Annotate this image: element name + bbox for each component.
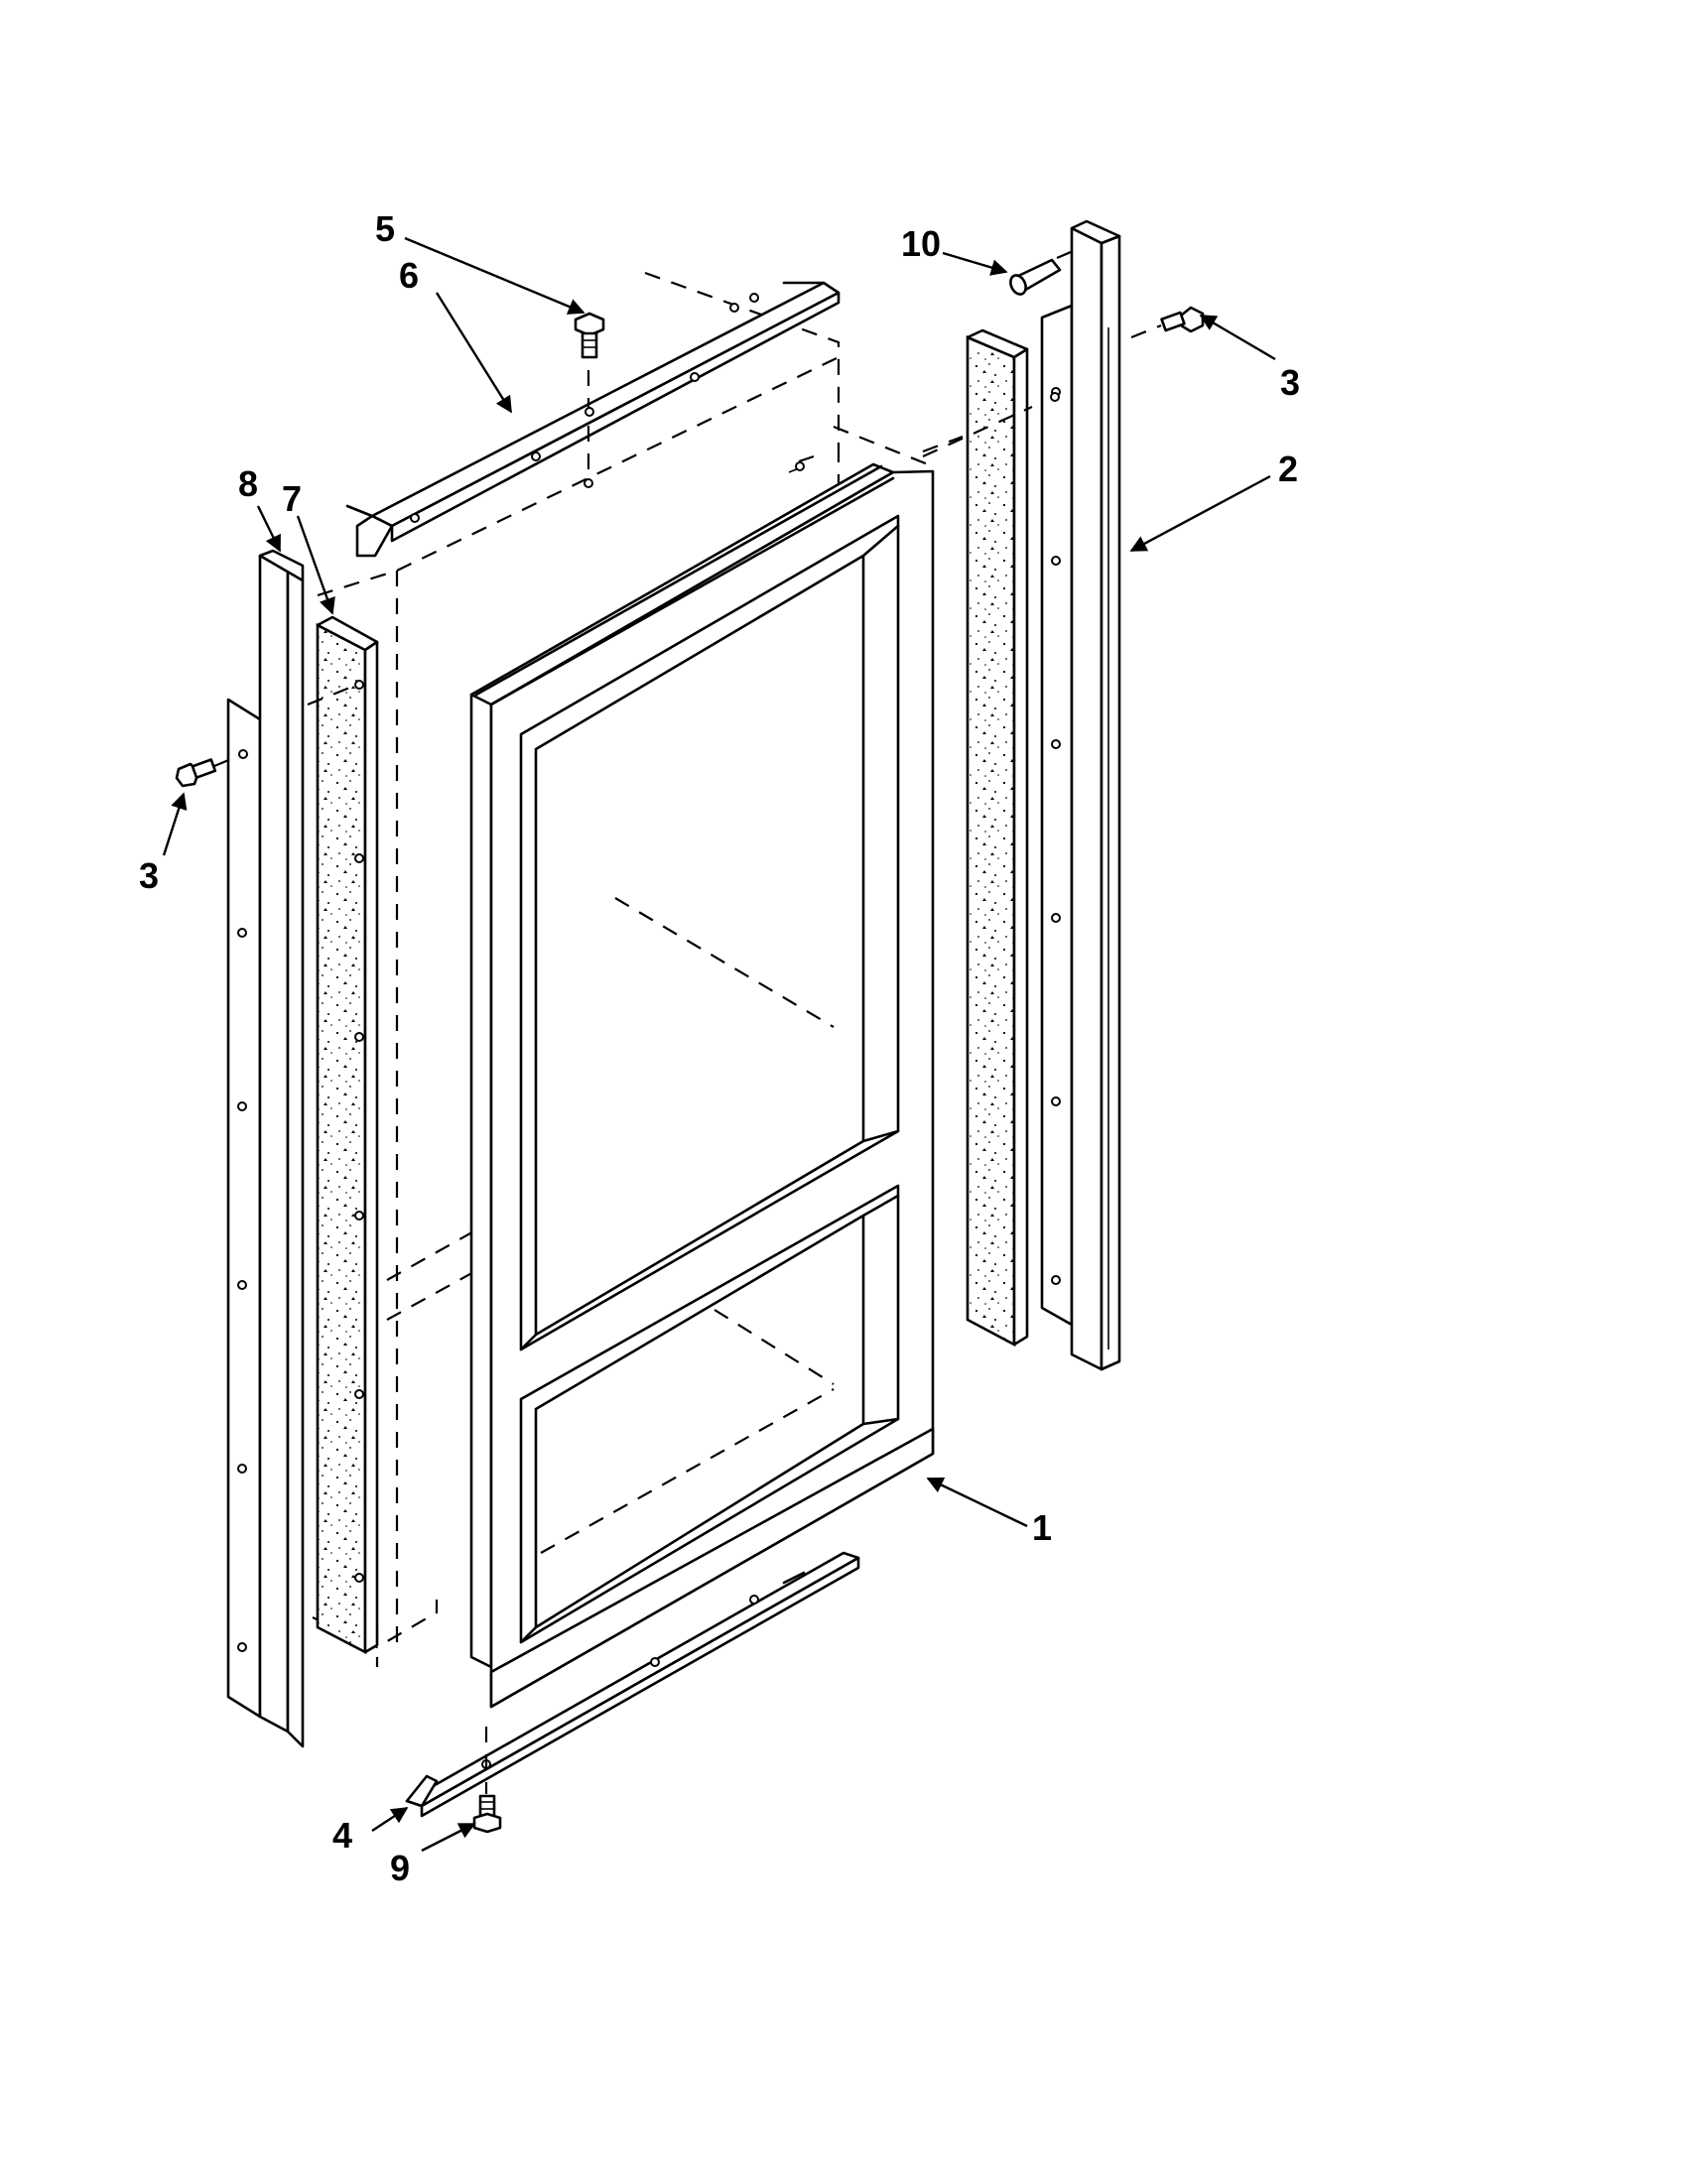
left-outer-rail [226, 549, 305, 1748]
screw-3-right-icon [1160, 306, 1205, 333]
callout-10: 10 [901, 223, 941, 264]
right-foam-guide-line [922, 405, 1033, 458]
screw-5-icon [574, 312, 605, 359]
callout-4: 4 [332, 1815, 352, 1856]
callout-8: 8 [238, 463, 258, 504]
callout-6: 6 [399, 255, 419, 296]
left-foam-guide-line [307, 683, 358, 707]
callout-3-left: 3 [139, 855, 159, 896]
bottom-trim-strip [405, 1551, 860, 1818]
callout-5: 5 [375, 208, 395, 249]
pin-10-icon [1009, 258, 1062, 296]
callout-leaders [162, 236, 1276, 1853]
callout-7: 7 [282, 478, 302, 519]
door-frame [469, 462, 935, 1709]
callout-1: 1 [1032, 1507, 1052, 1548]
screw-9-icon [472, 1794, 502, 1834]
top-trim-strip [345, 281, 841, 558]
callout-9: 9 [390, 1848, 410, 1888]
screw-3-right-guide [1130, 323, 1162, 339]
right-foam-strip [966, 328, 1029, 1348]
right-outer-rail [1040, 219, 1121, 1371]
door-hidden-lines [540, 897, 835, 1554]
callout-2: 2 [1278, 449, 1298, 489]
screw-3-left-icon [175, 758, 217, 788]
screw-3-left-guide [213, 754, 239, 768]
callout-3-right: 3 [1280, 362, 1300, 403]
left-foam-strip [316, 615, 379, 1655]
